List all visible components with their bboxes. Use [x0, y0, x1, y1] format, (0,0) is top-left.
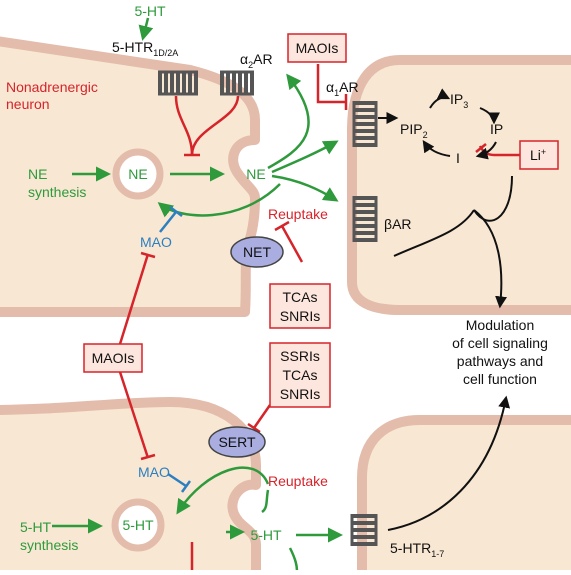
sert-transporter: [208, 426, 266, 458]
maois-mid-box: [83, 343, 143, 373]
5-htr1d2a-label: 5-HTR1D/2A: [112, 39, 178, 58]
net-transporter: [230, 236, 284, 268]
ssris-label: SSRIs: [280, 348, 320, 364]
5ht-top-label: 5-HT: [134, 3, 166, 19]
ne-synthesis-line1: NE: [28, 166, 47, 182]
5-htr1-7-label: 5-HTR1-7: [390, 540, 444, 559]
maois-top-label: MAOIs: [296, 40, 339, 56]
ip-label: IP: [490, 121, 503, 137]
mao-inhibition-lines: [159, 206, 192, 493]
5ht-reuptake-label: Reuptake: [268, 473, 328, 489]
modulation-line1: Modulation: [466, 317, 535, 333]
5-htr1d2a-receptor: [158, 70, 198, 96]
pip2-label: PIP2: [400, 121, 428, 140]
beta-ar-label: βAR: [384, 216, 412, 232]
postsynaptic-cell-bottom-membrane: [357, 415, 571, 575]
modulation-line2: of cell signaling: [452, 335, 548, 351]
ne-vesicle: [112, 148, 164, 200]
nonadrenergic-neuron-label-line1: Nonadrenergic: [6, 79, 98, 95]
ip-cycle-arrows: [378, 88, 513, 531]
5ht-synthesis-line1: 5-HT: [20, 519, 52, 535]
ne-reuptake-label: Reuptake: [268, 206, 328, 222]
mao-5ht-label: MAO: [138, 464, 170, 480]
alpha2ar-receptor: [220, 70, 254, 96]
ne-vesicle-label: NE: [128, 166, 147, 182]
postsynaptic-cell-top-membrane: [347, 55, 571, 315]
5ht-released-label: 5-HT: [250, 527, 282, 543]
maois-top-box: [287, 33, 347, 63]
ssris-tcas-snris-box: [269, 342, 331, 408]
snris-label-1: SNRIs: [280, 308, 320, 324]
sert-label: SERT: [218, 434, 256, 450]
ne-released-label: NE: [246, 166, 265, 182]
modulation-line3: pathways and: [457, 353, 543, 369]
nonadrenergic-neuron-label-line2: neuron: [6, 96, 50, 112]
ip3-label: IP3: [450, 91, 468, 110]
net-label: NET: [243, 244, 271, 260]
5ht-vesicle-label: 5-HT: [122, 517, 154, 533]
alpha1ar-label: α1AR: [326, 79, 359, 98]
tcas-label-2: TCAs: [283, 367, 318, 383]
ne-synthesis-line2: synthesis: [28, 184, 86, 200]
i-label: I: [456, 150, 460, 166]
5ht-synthesis-line2: synthesis: [20, 537, 78, 553]
activation-arrows: [52, 17, 343, 573]
alpha2ar-label: α2AR: [240, 51, 273, 70]
snris-label-2: SNRIs: [280, 386, 320, 402]
tcas-label-1: TCAs: [283, 289, 318, 305]
5-htr1-7-receptor: [350, 514, 378, 546]
beta-ar-receptor: [352, 196, 378, 242]
maois-mid-label: MAOIs: [92, 350, 135, 366]
5ht-vesicle: [111, 498, 165, 552]
tcas-snris-box: [269, 283, 331, 329]
mao-ne-label: MAO: [140, 234, 172, 250]
modulation-line4: cell function: [463, 371, 537, 387]
alpha1ar-receptor: [352, 101, 378, 147]
li-label: Li+: [530, 147, 546, 163]
li-box: [519, 140, 559, 170]
